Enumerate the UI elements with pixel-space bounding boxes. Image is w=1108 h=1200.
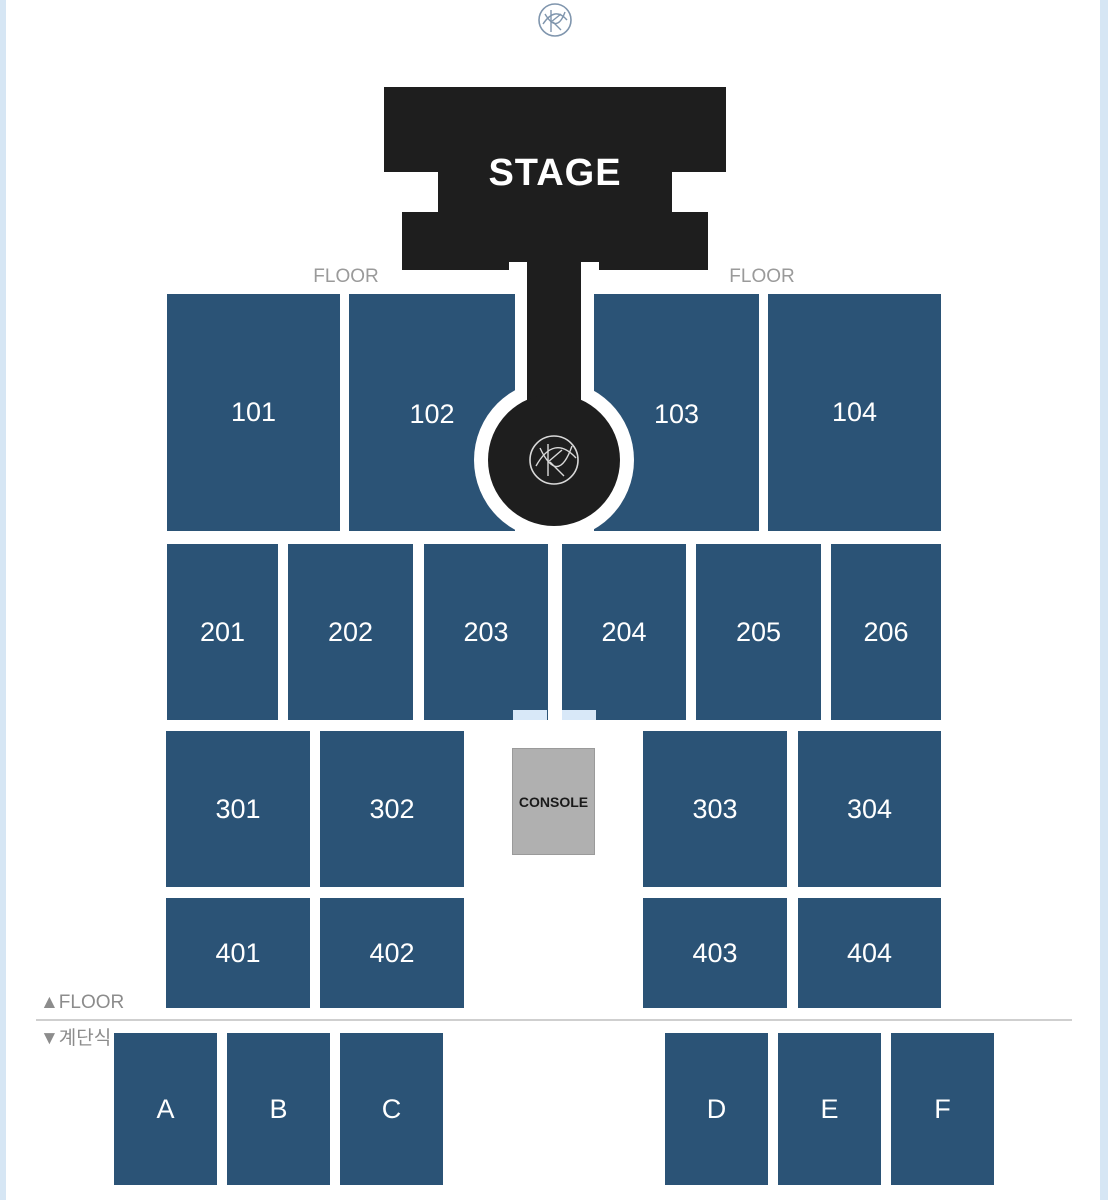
section-302[interactable]: 302 [320,731,464,887]
walkway-marker-right [562,710,596,720]
section-103-label: 103 [653,399,700,429]
section-104[interactable]: 104 [768,294,941,531]
legend-stands: ▼계단식 [40,1028,112,1049]
left-edge-strip [0,0,6,1200]
section-B[interactable]: B [227,1033,330,1185]
floor-label-right: FLOOR [729,266,795,287]
section-D[interactable]: D [665,1033,768,1185]
section-304[interactable]: 304 [798,731,941,887]
right-edge-strip [1100,0,1108,1200]
section-301[interactable]: 301 [166,731,310,887]
floor-stand-divider [36,1019,1072,1021]
section-403[interactable]: 403 [643,898,787,1008]
section-C[interactable]: C [340,1033,443,1185]
section-303[interactable]: 303 [643,731,787,887]
section-404[interactable]: 404 [798,898,941,1008]
floor-label-left: FLOOR [313,266,379,287]
console-booth: CONSOLE [512,748,595,855]
stage-label: STAGE [488,152,622,194]
stage-cutout-overlay [474,262,634,540]
legend-floor: ▲FLOOR [40,992,125,1013]
section-202[interactable]: 202 [288,544,413,720]
section-401[interactable]: 401 [166,898,310,1008]
section-206[interactable]: 206 [831,544,941,720]
section-402[interactable]: 402 [320,898,464,1008]
section-201[interactable]: 201 [167,544,278,720]
walkway-marker-left [513,710,547,720]
section-204[interactable]: 204 [562,544,686,720]
section-F[interactable]: F [891,1033,994,1185]
section-205[interactable]: 205 [696,544,821,720]
section-203[interactable]: 203 [424,544,548,720]
section-101[interactable]: 101 [167,294,340,531]
main-stage [384,87,726,270]
section-A[interactable]: A [114,1033,217,1185]
group-emblem-icon [538,3,572,37]
section-102-label: 102 [409,399,455,429]
section-E[interactable]: E [778,1033,881,1185]
